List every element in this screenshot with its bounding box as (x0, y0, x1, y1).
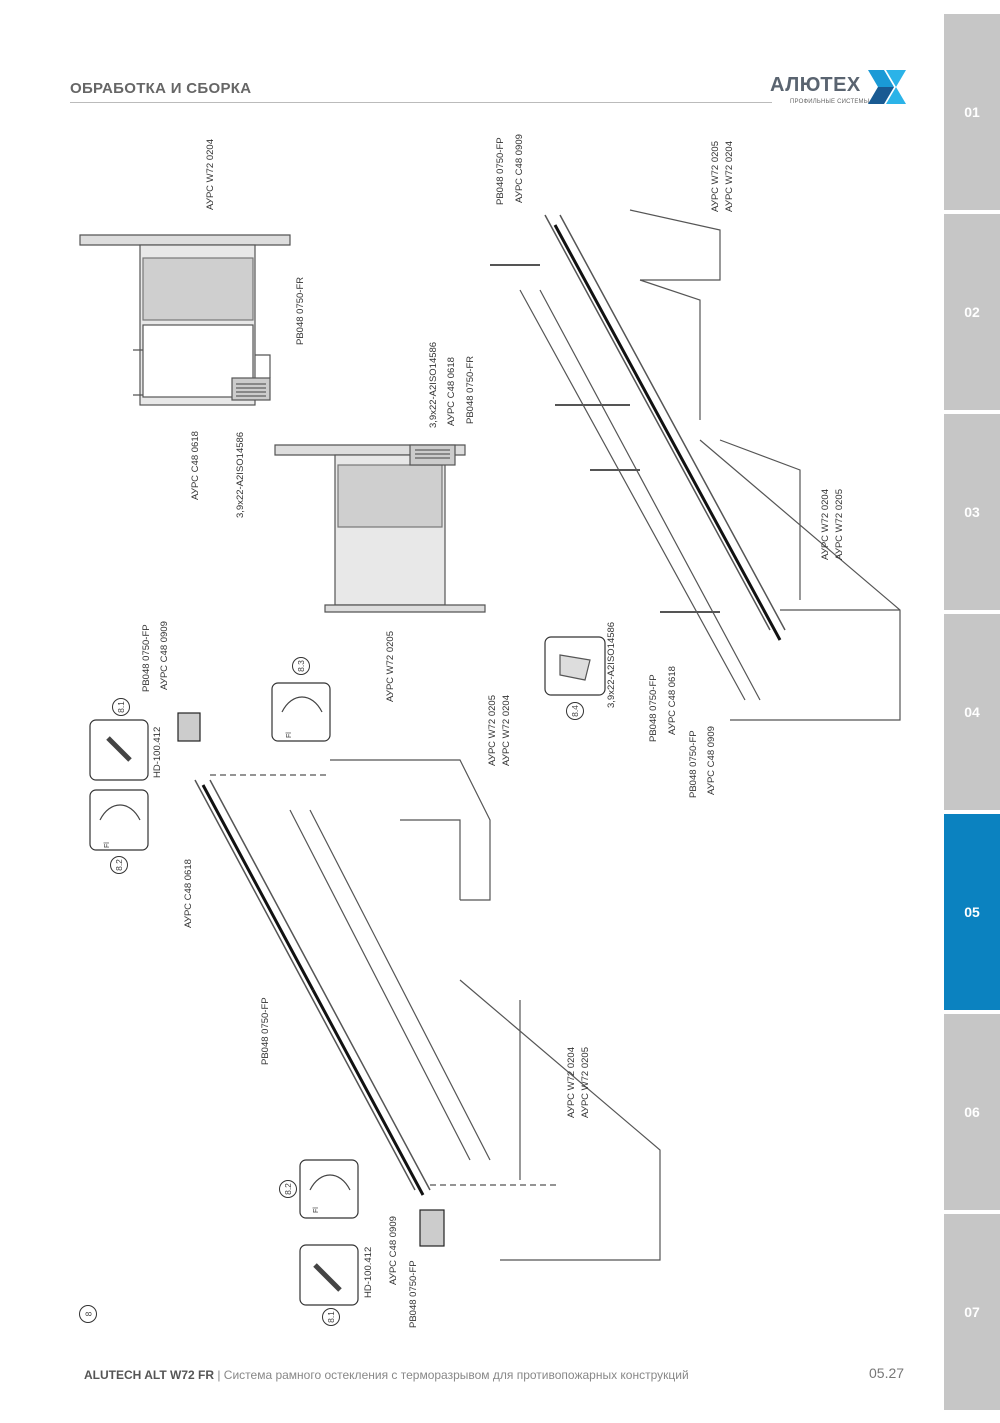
step-8-3: 8.3 (292, 657, 310, 675)
step-8-1-top: 8.1 (112, 698, 130, 716)
tab-06[interactable]: 06 (944, 1014, 1000, 1210)
header-divider (70, 102, 772, 103)
label-fl-1: Fl (104, 842, 111, 848)
label-w72-0204-top: АУРС W72 0204 (205, 139, 216, 210)
label-pb-fp-l2: PB048 0750-FP (260, 997, 271, 1065)
footer-description: | Система рамного остекления с терморазр… (214, 1368, 689, 1382)
left-assembly (89, 682, 661, 1306)
tab-02[interactable]: 02 (944, 214, 1000, 410)
logo-tagline: ПРОФИЛЬНЫЕ СИСТЕМЫ (790, 99, 870, 105)
label-fl-3: Fl (313, 1207, 320, 1213)
label-c48-0618-b: АУРС C48 0618 (446, 357, 457, 426)
label-hd-2: HD-100.412 (363, 1246, 374, 1298)
footer-product: ALUTECH ALT W72 FR (84, 1368, 214, 1382)
label-w72-0205-l: АУРС W72 0205 (487, 695, 498, 766)
label-c48-0909-top: АУРС C48 0909 (514, 134, 525, 203)
tab-05[interactable]: 05 (944, 814, 1000, 1010)
label-w72-0204-l: АУРС W72 0204 (501, 695, 512, 766)
label-w72-0204-r: АУРС W72 0204 (820, 489, 831, 560)
label-pb-fp-r2: PB048 0750-FP (688, 730, 699, 798)
step-8-1-bottom: 8.1 (322, 1308, 340, 1326)
label-c48-0909-b: АУРС C48 0909 (388, 1216, 399, 1285)
label-c48-0618-r: АУРС C48 0618 (667, 666, 678, 735)
right-assembly (490, 209, 901, 721)
tab-03[interactable]: 03 (944, 414, 1000, 610)
label-pb-fp-top: PB048 0750-FP (495, 137, 506, 205)
label-w72-0204-tr: АУРС W72 0204 (724, 141, 735, 212)
assembly-drawing (79, 209, 901, 1306)
label-w72-0205-mid: АУРС W72 0205 (385, 631, 396, 702)
label-w72-0205-b: АУРС W72 0205 (580, 1047, 591, 1118)
label-pb-fp-l: PB048 0750-FP (141, 624, 152, 692)
page-title: ОБРАБОТКА И СБОРКА (70, 80, 252, 97)
profile-section-1 (79, 234, 291, 406)
label-screw-b: 3,9x22-A2ISO14586 (428, 341, 439, 428)
label-w72-0205-tr: АУРС W72 0205 (710, 141, 721, 212)
profile-section-2 (274, 444, 486, 613)
step-8-2-bottom: 8.2 (279, 1180, 297, 1198)
label-pb-fp-b: PB048 0750-FP (408, 1260, 419, 1328)
step-8-2-top: 8.2 (110, 856, 128, 874)
label-c48-0909-r: АУРС C48 0909 (706, 726, 717, 795)
page-number: 05.27 (869, 1365, 905, 1381)
label-screw-c: 3,9x22-A2ISO14586 (606, 621, 617, 708)
label-c48-0618-a: АУРС C48 0618 (190, 431, 201, 500)
footer: ALUTECH ALT W72 FR | Система рамного ост… (84, 1368, 689, 1382)
label-hd-1: HD-100.412 (152, 726, 163, 778)
step-8-4: 8.4 (566, 702, 584, 720)
label-pb-fr-2: PB048 0750-FR (465, 355, 476, 424)
logo-name: АЛЮТЕХ (770, 74, 861, 96)
label-w72-0204-b: АУРС W72 0204 (566, 1047, 577, 1118)
label-c48-0909-l: АУРС C48 0909 (159, 621, 170, 690)
label-fl-2: Fl (286, 732, 293, 738)
tab-01[interactable]: 01 (944, 14, 1000, 210)
label-pb-fr-1: PB048 0750-FR (295, 276, 306, 345)
tab-04[interactable]: 04 (944, 614, 1000, 810)
label-w72-0205-r: АУРС W72 0205 (834, 489, 845, 560)
logo-mark-icon (868, 70, 906, 104)
label-screw-a: 3,9x22-A2ISO14586 (235, 431, 246, 518)
tab-07[interactable]: 07 (944, 1214, 1000, 1410)
label-pb-fp-r: PB048 0750-FP (648, 674, 659, 742)
alutech-logo: АЛЮТЕХ ПРОФИЛЬНЫЕ СИСТЕМЫ (770, 68, 910, 110)
label-c48-0618-l: АУРС C48 0618 (183, 859, 194, 928)
figure-number: 8 (79, 1305, 97, 1323)
